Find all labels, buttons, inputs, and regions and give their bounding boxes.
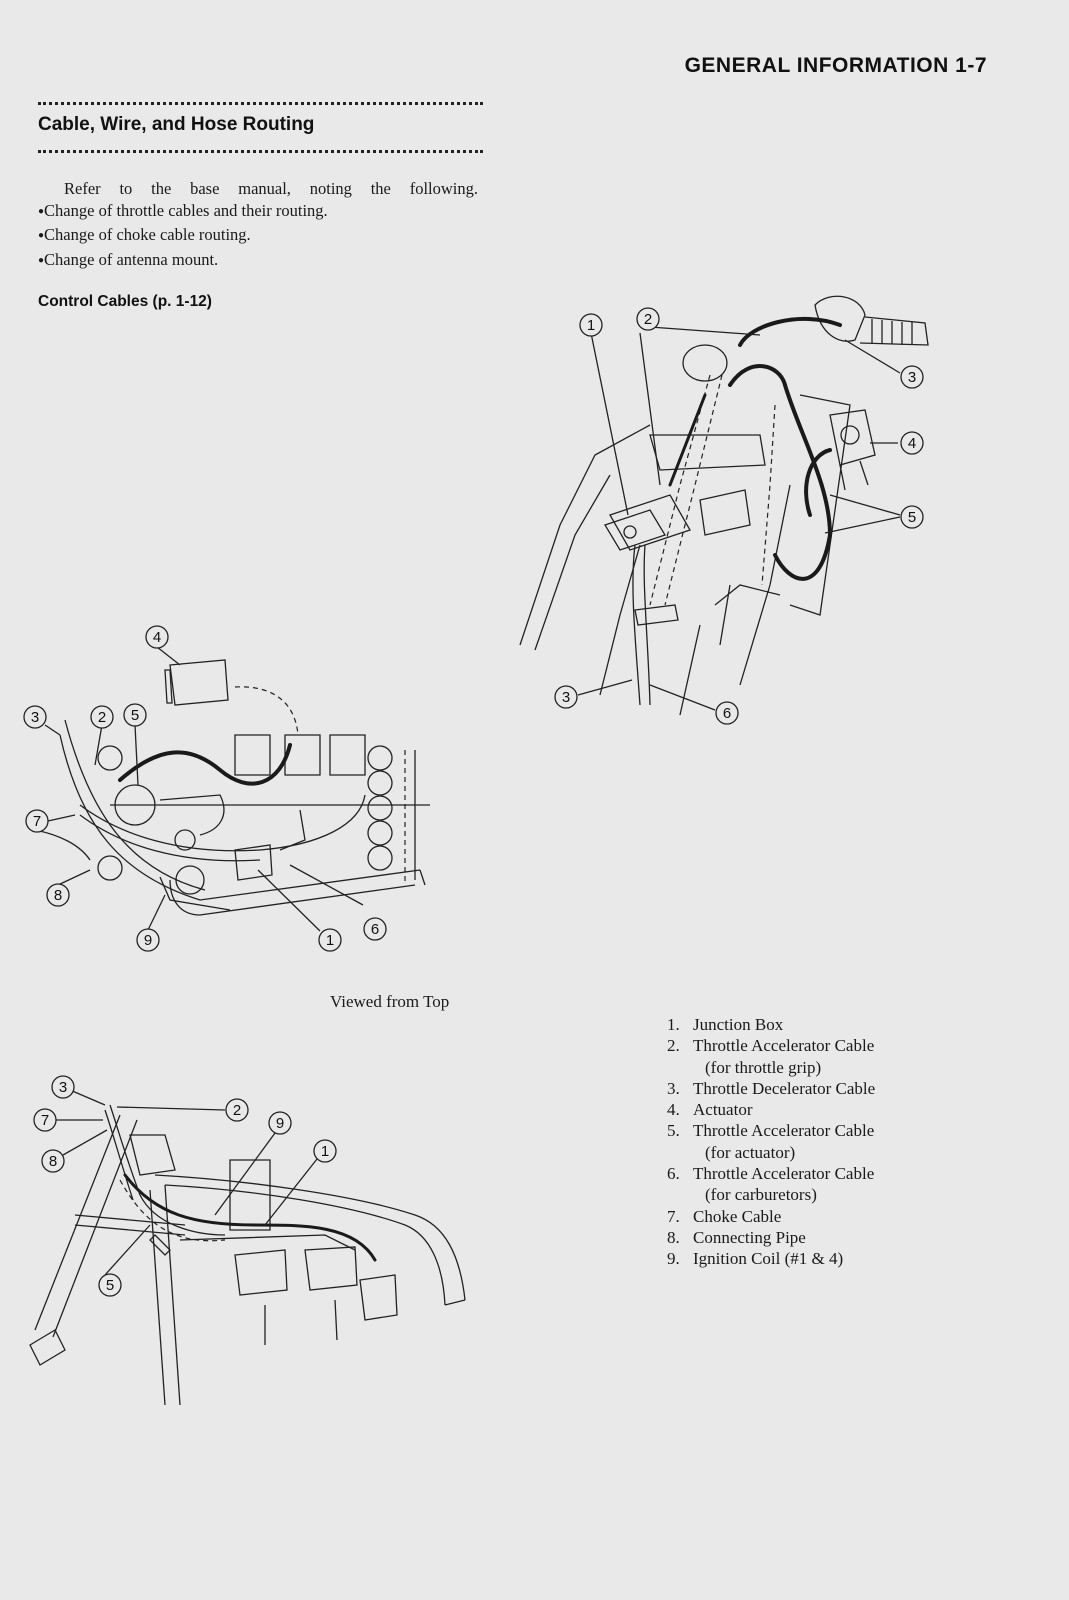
section-title: Cable, Wire, and Hose Routing bbox=[38, 114, 315, 135]
diagram-caption: Viewed from Top bbox=[330, 992, 450, 1011]
page-header: GENERAL INFORMATION 1-7 bbox=[684, 54, 987, 77]
svg-text:1: 1 bbox=[321, 1143, 329, 1160]
svg-text:6: 6 bbox=[371, 921, 379, 938]
callout-7: 7 bbox=[25, 809, 49, 833]
callout-7: 7 bbox=[33, 1108, 57, 1132]
svg-text:4: 4 bbox=[153, 629, 161, 646]
svg-text:1: 1 bbox=[326, 932, 334, 949]
callout-4: 4 bbox=[900, 431, 924, 455]
callout-5: 5 bbox=[900, 505, 924, 529]
callout-2: 2 bbox=[225, 1098, 249, 1122]
callout-1: 1 bbox=[318, 928, 342, 952]
legend-item: 3.Throttle Decelerator Cable bbox=[667, 1078, 876, 1098]
callout-8: 8 bbox=[41, 1149, 65, 1173]
diagram-handlebar: 1 2 3 4 5 3 6 bbox=[519, 295, 929, 725]
diagram-linework bbox=[34, 646, 430, 932]
callout-1: 1 bbox=[579, 313, 603, 337]
legend-list: 1.Junction Box 2.Throttle Accelerator Ca… bbox=[667, 1014, 875, 1270]
svg-text:2: 2 bbox=[644, 311, 652, 328]
svg-text:3: 3 bbox=[31, 709, 39, 726]
svg-text:9: 9 bbox=[144, 932, 152, 949]
legend-item: 1.Junction Box bbox=[667, 1015, 784, 1034]
legend-item: 2.Throttle Accelerator Cable(for throttl… bbox=[667, 1036, 875, 1077]
callout-4: 4 bbox=[145, 625, 169, 649]
svg-text:8: 8 bbox=[54, 887, 62, 904]
callout-9: 9 bbox=[268, 1111, 292, 1135]
svg-text:2: 2 bbox=[98, 709, 106, 726]
diagram-side-view: 3 7 8 2 9 1 5 bbox=[29, 1075, 466, 1406]
callout-3: 3 bbox=[900, 365, 924, 389]
svg-text:7: 7 bbox=[33, 813, 41, 830]
svg-text:4: 4 bbox=[908, 435, 916, 452]
divider-bottom bbox=[38, 150, 483, 153]
callout-1: 1 bbox=[313, 1139, 337, 1163]
legend-item: 9.Ignition Coil (#1 & 4) bbox=[667, 1249, 844, 1269]
intro-text: Refer to the base manual, noting the fol… bbox=[38, 178, 478, 273]
svg-text:5: 5 bbox=[908, 509, 916, 526]
svg-text:5: 5 bbox=[106, 1277, 114, 1294]
callout-9: 9 bbox=[136, 928, 160, 952]
intro-bullet: Change of antenna mount. bbox=[38, 249, 478, 274]
svg-text:8: 8 bbox=[49, 1153, 57, 1170]
callout-6: 6 bbox=[363, 917, 387, 941]
legend-item: 5.Throttle Accelerator Cable(for actuato… bbox=[667, 1121, 875, 1162]
svg-text:5: 5 bbox=[131, 707, 139, 724]
legend-item: 7.Choke Cable bbox=[667, 1206, 782, 1226]
svg-text:3: 3 bbox=[562, 689, 570, 706]
subsection-title: Control Cables (p. 1-12) bbox=[38, 293, 212, 310]
svg-text:3: 3 bbox=[908, 369, 916, 386]
svg-text:3: 3 bbox=[59, 1079, 67, 1096]
svg-text:9: 9 bbox=[276, 1115, 284, 1132]
callout-2: 2 bbox=[636, 307, 660, 331]
svg-text:7: 7 bbox=[41, 1112, 49, 1129]
callout-5: 5 bbox=[123, 703, 147, 727]
intro-bullet: Change of throttle cables and their rout… bbox=[38, 200, 478, 225]
callout-3: 3 bbox=[23, 705, 47, 729]
legend-item: 6.Throttle Accelerator Cable(for carbure… bbox=[667, 1164, 875, 1205]
callout-5: 5 bbox=[98, 1273, 122, 1297]
intro-lead: Refer to the base manual, noting the fol… bbox=[64, 179, 478, 198]
svg-text:2: 2 bbox=[233, 1102, 241, 1119]
svg-text:6: 6 bbox=[723, 705, 731, 722]
legend-item: 4.Actuator bbox=[667, 1100, 753, 1120]
callout-6: 6 bbox=[715, 701, 739, 725]
diagram-linework bbox=[519, 295, 929, 716]
intro-bullet: Change of choke cable routing. bbox=[38, 224, 478, 249]
callout-3: 3 bbox=[554, 685, 578, 709]
divider-top bbox=[38, 102, 483, 105]
callout-2: 2 bbox=[90, 705, 114, 729]
diagram-linework bbox=[29, 1086, 466, 1406]
legend-item: 8.Connecting Pipe bbox=[667, 1227, 806, 1247]
svg-text:1: 1 bbox=[587, 317, 595, 334]
callout-3: 3 bbox=[51, 1075, 75, 1099]
diagram-top-view: 4 3 2 5 7 8 9 1 6 bbox=[23, 625, 430, 952]
callout-8: 8 bbox=[46, 883, 70, 907]
